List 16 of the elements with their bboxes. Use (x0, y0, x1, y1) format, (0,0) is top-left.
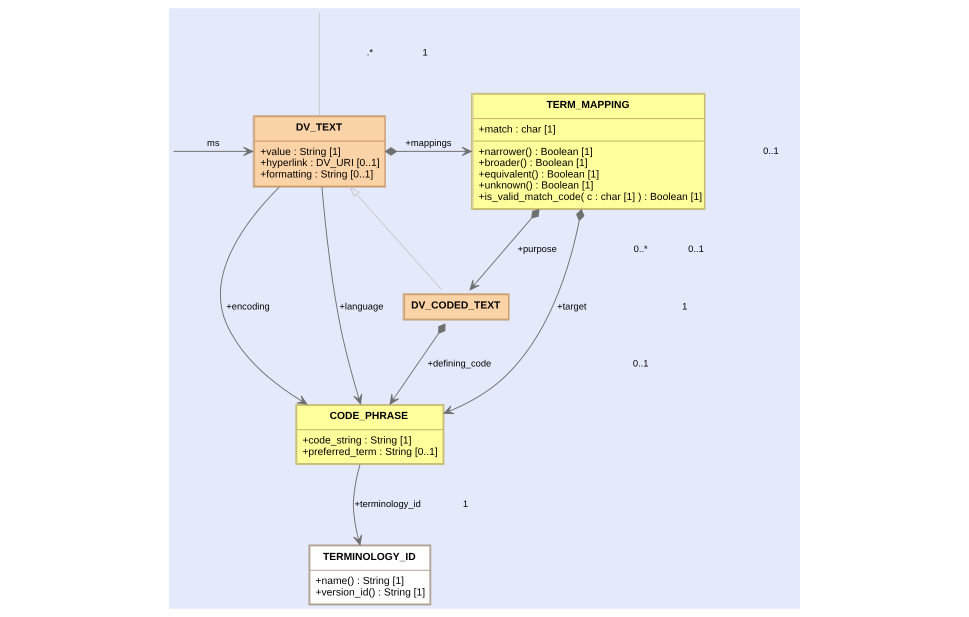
label: 0..1 (688, 244, 704, 254)
label: .* (366, 47, 373, 58)
label: 0..1 (632, 358, 649, 368)
label: 1 (462, 499, 468, 510)
edge-label: +terminology_id (354, 499, 421, 510)
label: 1 (422, 47, 428, 58)
label: 1 (682, 301, 688, 312)
edge-label: +language (339, 301, 384, 312)
edge-label: +purpose (517, 244, 557, 254)
label: 0..1 (763, 146, 779, 156)
label: 0..* (634, 244, 648, 254)
edge-label: +target (557, 301, 587, 312)
edge-label: +mappings (405, 138, 452, 148)
edge-label: +defining_code (427, 358, 492, 368)
edge-label: ms (207, 138, 220, 148)
edge-label: +encoding (226, 301, 270, 312)
